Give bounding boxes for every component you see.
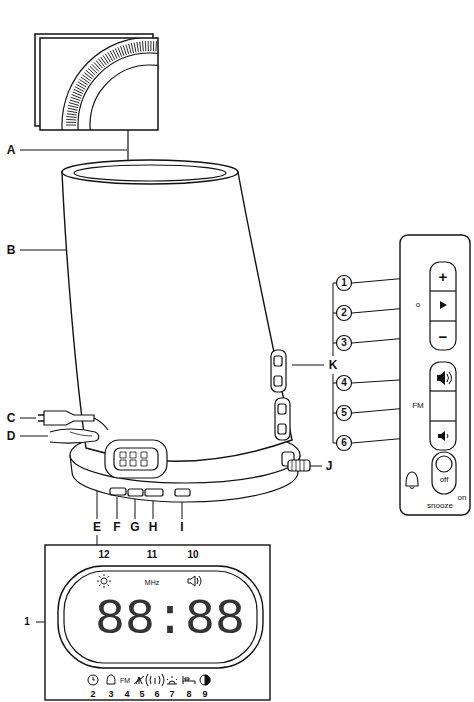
knurl-tick <box>70 100 80 103</box>
rotary-knob <box>288 460 310 471</box>
knurl-tick <box>155 41 157 51</box>
display-detail <box>45 545 270 700</box>
part-letter: D <box>7 430 16 442</box>
knurl-tick <box>145 41 147 51</box>
slide-switch <box>432 452 456 494</box>
knurl-tick <box>67 111 77 113</box>
knurl-tick <box>88 68 95 75</box>
knurl-tick <box>66 117 76 118</box>
knurl-tick <box>66 125 76 126</box>
knurl-tick <box>83 75 91 81</box>
knurl-tick <box>153 41 154 51</box>
part-letter: F <box>113 521 120 533</box>
knurl-tick <box>150 41 151 51</box>
front-display <box>105 440 167 478</box>
button-symbol: − <box>439 329 448 344</box>
callout-number: 3 <box>108 690 113 699</box>
knurl-tick <box>131 43 133 53</box>
status-icons <box>88 674 210 686</box>
switch-marking: snooze <box>427 502 453 510</box>
knurl-tick <box>67 114 77 115</box>
panel-marking: FM <box>412 402 424 410</box>
callout-circles <box>337 276 352 451</box>
switch-marking: on <box>458 494 467 502</box>
panel-marking: o <box>416 301 420 309</box>
knurl-tick <box>137 42 139 52</box>
knurl-tick <box>103 55 109 63</box>
knurl-tick <box>134 43 136 53</box>
side-buttons <box>271 350 294 466</box>
side-panel-detail <box>400 235 470 515</box>
volume-down-icon <box>438 431 445 441</box>
knurl-tick <box>92 64 99 71</box>
hand <box>50 429 99 443</box>
knurl-tick <box>81 77 89 83</box>
button-symbol: + <box>439 269 448 284</box>
knurl-tick <box>94 62 101 69</box>
part-letter: B <box>7 244 16 256</box>
display-unit: MHz <box>145 579 159 586</box>
knurl-tick <box>79 80 87 85</box>
part-letter: C <box>7 412 16 424</box>
knurl-tick <box>148 41 149 51</box>
part-letter: G <box>130 521 139 533</box>
callout-number: 2 <box>90 690 95 699</box>
knurl-tick <box>68 105 78 107</box>
callout-number: 11 <box>147 550 158 560</box>
knurl-tick <box>101 57 107 65</box>
callout-number: 5 <box>139 690 144 699</box>
knurl-tick <box>69 103 79 106</box>
knurl-tick <box>129 44 132 54</box>
switch-marking: off <box>440 476 449 484</box>
callout-number: 5 <box>341 408 347 418</box>
callout-number: 9 <box>202 690 207 699</box>
knurl-tick <box>84 73 92 79</box>
callout-number: 8 <box>186 690 191 699</box>
knurl-tick <box>126 45 129 55</box>
callout-number: 4 <box>124 690 129 699</box>
part-letter: J <box>326 460 333 472</box>
base-buttons <box>110 488 190 496</box>
next-arrow <box>440 301 447 309</box>
volume-up-icon <box>437 371 445 385</box>
callout-number: 3 <box>341 338 347 348</box>
knurl-tick <box>123 45 126 54</box>
callout-number: 1 <box>24 617 30 627</box>
callout-number: 6 <box>341 438 347 448</box>
knurl-tick <box>78 82 87 87</box>
callout-number: 4 <box>341 378 347 388</box>
part-letter: E <box>93 521 101 533</box>
part-letter: I <box>180 521 183 533</box>
part-letter: H <box>149 521 158 533</box>
lamp-body <box>62 160 292 461</box>
knurl-tick <box>68 108 78 110</box>
knurl-tick <box>86 70 94 76</box>
callout-number: 2 <box>341 308 347 318</box>
mains-plug <box>38 411 108 430</box>
display-icon-text: FM <box>120 677 130 684</box>
part-letter: A <box>7 144 16 156</box>
knurl-tick <box>142 41 144 51</box>
callout-number: 6 <box>154 690 159 699</box>
callout-number: 1 <box>341 278 347 288</box>
sun-icon <box>97 574 111 588</box>
knurl-tick <box>66 122 76 123</box>
seven-segment-digits: 88:88 <box>95 595 245 645</box>
callout-number: 12 <box>98 550 109 560</box>
knurl-tick <box>98 59 104 67</box>
knurl-tick <box>96 61 102 69</box>
knurl-tick <box>140 42 141 52</box>
callout-number: 7 <box>169 690 174 699</box>
alarm-bell-icon <box>406 472 418 489</box>
callout-number: 10 <box>187 550 198 560</box>
knurl-tick <box>66 119 76 121</box>
knurl-tick <box>90 66 97 73</box>
volume-icon <box>188 576 201 586</box>
part-letter: K <box>329 359 338 371</box>
